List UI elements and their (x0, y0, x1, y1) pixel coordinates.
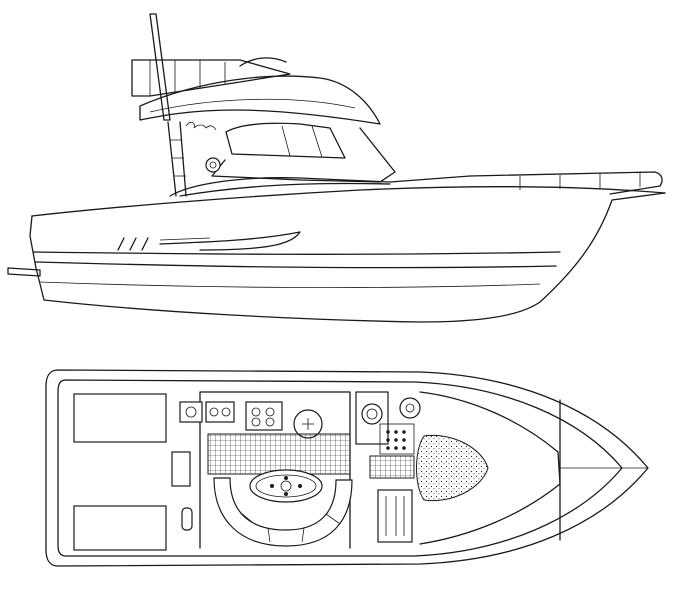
cockpit-locker-aft-starboard (73, 505, 167, 551)
forward-locker (377, 489, 413, 543)
galley-stove (245, 401, 283, 431)
v-berth-cushion (416, 434, 489, 502)
bow-rail (469, 171, 663, 195)
saloon-floor-grate (207, 433, 351, 475)
cockpit-locker-aft-port (73, 393, 167, 443)
side-rail (179, 182, 391, 197)
flybridge-hardtop (139, 75, 381, 125)
cockpit-hatch (171, 451, 191, 487)
boot-stripe (39, 281, 541, 289)
head-toilet (361, 403, 383, 425)
cockpit-cleat (181, 507, 193, 531)
deck-plan-view (45, 369, 649, 567)
galley-counter (205, 401, 235, 423)
antenna-mast (149, 13, 171, 121)
hull-vent-2 (129, 237, 137, 251)
flybridge-helm (239, 57, 287, 67)
hull-vent-1 (117, 237, 125, 251)
companionway-steps (369, 455, 415, 479)
v-berth-outline (419, 391, 561, 545)
cabin-window-frame (225, 122, 346, 159)
plan-deck-edge (57, 379, 623, 557)
galley-sink (179, 401, 203, 423)
flybridge-enclosure (131, 59, 291, 97)
flybridge-ladder-rungs (170, 139, 186, 177)
plan-hull-outline (45, 369, 649, 567)
hull-accent-swoosh (159, 231, 301, 251)
hull-profile (29, 192, 666, 323)
windscreen (211, 127, 396, 183)
swim-platform (7, 267, 41, 277)
hull-stripe-lower (35, 261, 557, 269)
dinette-settee (213, 477, 353, 547)
bow-rail-stanchions (519, 173, 641, 190)
flybridge-ladder (167, 121, 187, 197)
hull-script-logo (185, 122, 217, 131)
porthole-icon (205, 157, 221, 173)
hull-vent-3 (141, 237, 149, 251)
vanity-sink (399, 397, 421, 419)
side-profile-view (7, 13, 666, 323)
hull-stripe-upper (33, 251, 561, 255)
cabin-window-mullion (281, 125, 323, 158)
dinette-table (249, 469, 323, 503)
flybridge-enclosure-ribs (149, 60, 226, 96)
hull-sheer-line (31, 185, 666, 217)
control-panel (379, 423, 415, 455)
hardtop-trim (149, 98, 356, 113)
cabin-house (169, 175, 471, 197)
hull-accent-line (159, 237, 211, 241)
